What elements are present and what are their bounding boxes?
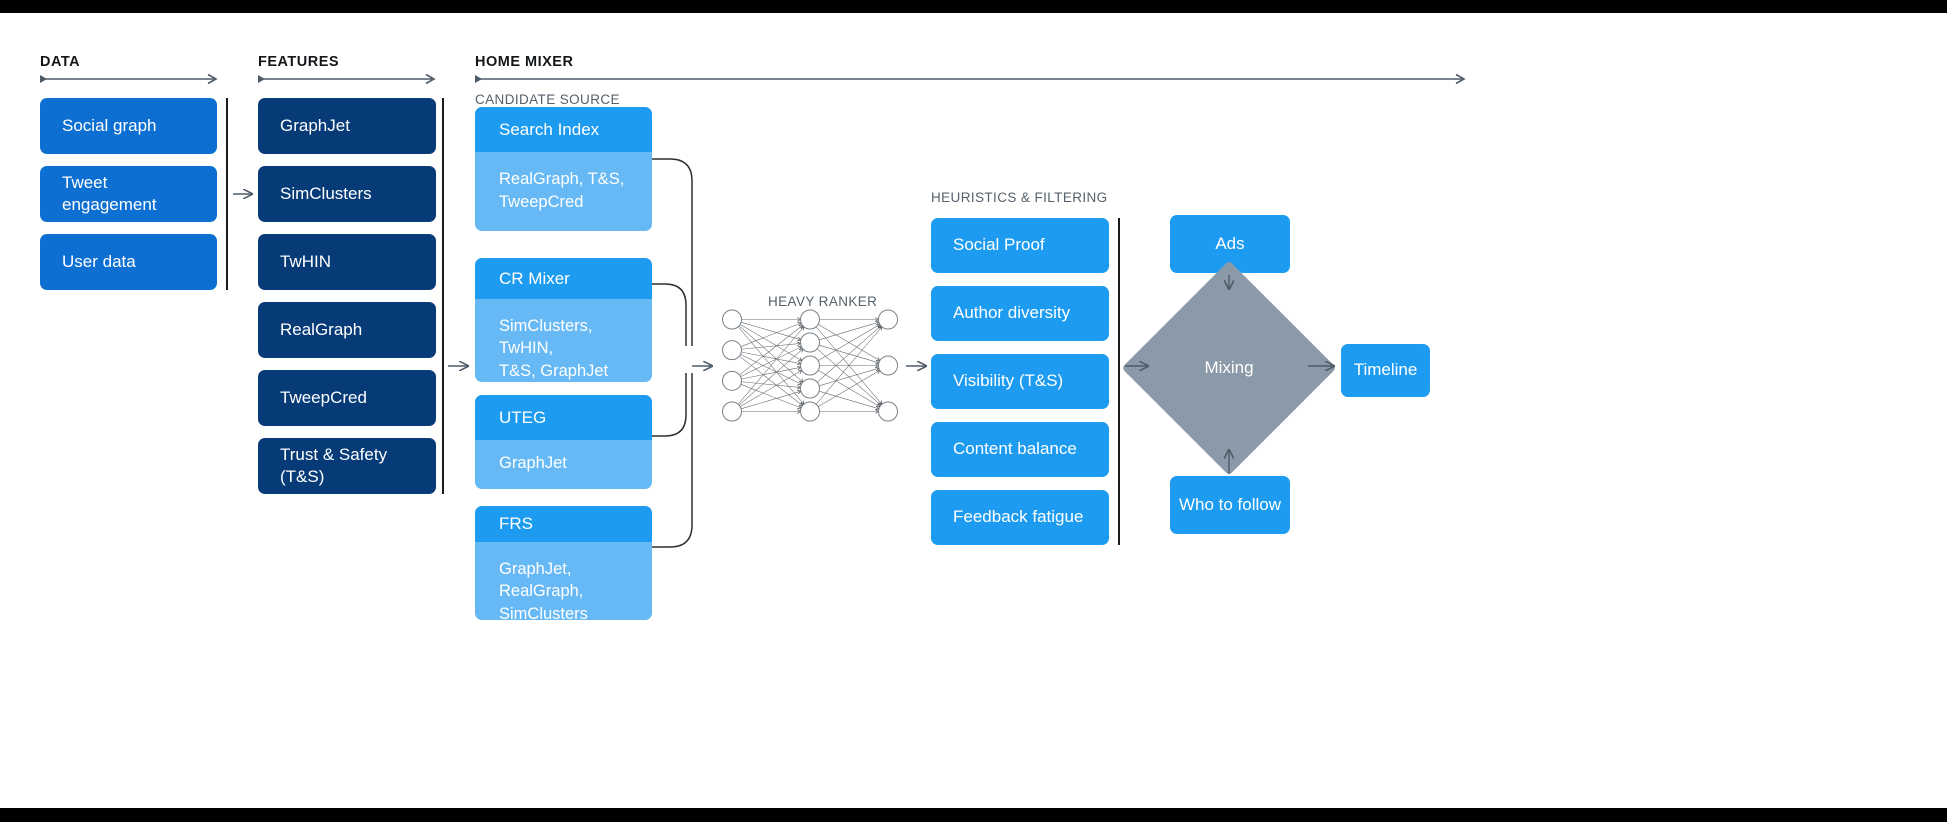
heuristic-box-visibility[interactable]: Visibility (T&S) — [931, 354, 1109, 409]
candidate-source-card-uteg[interactable]: UTEG GraphJet — [475, 395, 652, 489]
diagram-canvas: DATA FEATURES HOME MIXER CANDIDATE SOURC… — [0, 13, 1947, 808]
candidate-source-title: FRS — [475, 506, 652, 542]
candidate-source-features: RealGraph, T&S, TweepCred — [475, 152, 652, 231]
output-box-label: Timeline — [1353, 360, 1418, 380]
axis-data — [40, 73, 220, 85]
sublabel-candidate-source: CANDIDATE SOURCE — [475, 92, 620, 107]
feature-box-trust-safety[interactable]: Trust & Safety (T&S) — [258, 438, 436, 494]
axis-features — [258, 73, 438, 85]
output-box-label: Ads — [1215, 233, 1245, 253]
heuristic-box-label: Author diversity — [953, 303, 1071, 323]
heavy-ranker-neural-network — [718, 308, 903, 423]
data-box-label: User data — [62, 251, 136, 271]
feature-box-label: TweepCred — [280, 387, 367, 407]
output-box-label: Who to follow — [1178, 494, 1282, 514]
letterbox-bottom — [0, 808, 1947, 822]
feature-box-graphjet[interactable]: GraphJet — [258, 98, 436, 154]
data-box-social-graph[interactable]: Social graph — [40, 98, 217, 154]
candidate-source-features: GraphJet, RealGraph, SimClusters — [475, 542, 652, 620]
output-box-timeline[interactable]: Timeline — [1341, 344, 1430, 397]
divider-heuristics-output — [1118, 218, 1120, 545]
feature-box-label: TwHIN — [280, 251, 331, 271]
heuristic-box-feedback-fatigue[interactable]: Feedback fatigue — [931, 490, 1109, 545]
feature-box-twhin[interactable]: TwHIN — [258, 234, 436, 290]
data-box-label: Tweet engagement — [62, 172, 157, 214]
heuristic-box-author-diversity[interactable]: Author diversity — [931, 286, 1109, 341]
sublabel-heuristics: HEURISTICS & FILTERING — [931, 190, 1108, 205]
data-box-label: Social graph — [62, 115, 157, 135]
feature-box-simclusters[interactable]: SimClusters — [258, 166, 436, 222]
section-label-data: DATA — [40, 54, 81, 70]
neural-network-svg — [722, 309, 898, 422]
data-box-user-data[interactable]: User data — [40, 234, 217, 290]
heuristic-box-label: Visibility (T&S) — [953, 371, 1064, 391]
feature-box-realgraph[interactable]: RealGraph — [258, 302, 436, 358]
feature-box-tweepcred[interactable]: TweepCred — [258, 370, 436, 426]
sublabel-heavy-ranker: HEAVY RANKER — [768, 294, 878, 309]
divider-data-features — [226, 98, 228, 290]
candidate-source-features: GraphJet — [475, 440, 652, 489]
feature-box-label: SimClusters — [280, 183, 372, 203]
section-label-features: FEATURES — [258, 54, 340, 70]
heuristic-box-label: Social Proof — [953, 235, 1045, 255]
candidate-source-features: SimClusters, TwHIN, T&S, GraphJet — [475, 299, 652, 382]
output-box-who-to-follow[interactable]: Who to follow — [1170, 476, 1290, 534]
divider-features-homemixer — [442, 98, 444, 494]
heuristic-box-content-balance[interactable]: Content balance — [931, 422, 1109, 477]
letterbox-top — [0, 0, 1947, 13]
section-label-home-mixer: HOME MIXER — [475, 54, 574, 70]
candidate-source-title: UTEG — [475, 395, 652, 441]
feature-box-label: Trust & Safety (T&S) — [280, 444, 388, 486]
candidate-source-title: Search Index — [475, 107, 652, 153]
candidate-source-card-frs[interactable]: FRS GraphJet, RealGraph, SimClusters — [475, 506, 652, 620]
axis-home-mixer — [475, 73, 1468, 85]
feature-box-label: RealGraph — [280, 319, 363, 339]
feature-box-label: GraphJet — [280, 115, 350, 135]
heuristic-box-social-proof[interactable]: Social Proof — [931, 218, 1109, 273]
candidate-source-title: CR Mixer — [475, 258, 652, 300]
candidate-source-card-search-index[interactable]: Search Index RealGraph, T&S, TweepCred — [475, 107, 652, 231]
heuristic-box-label: Feedback fatigue — [953, 507, 1084, 527]
data-box-tweet-engagement[interactable]: Tweet engagement — [40, 166, 217, 222]
heuristic-box-label: Content balance — [953, 439, 1077, 459]
mixing-diamond[interactable]: Mixing — [1121, 260, 1337, 476]
mixing-label: Mixing — [1204, 358, 1254, 377]
candidate-source-card-cr-mixer[interactable]: CR Mixer SimClusters, TwHIN, T&S, GraphJ… — [475, 258, 652, 382]
